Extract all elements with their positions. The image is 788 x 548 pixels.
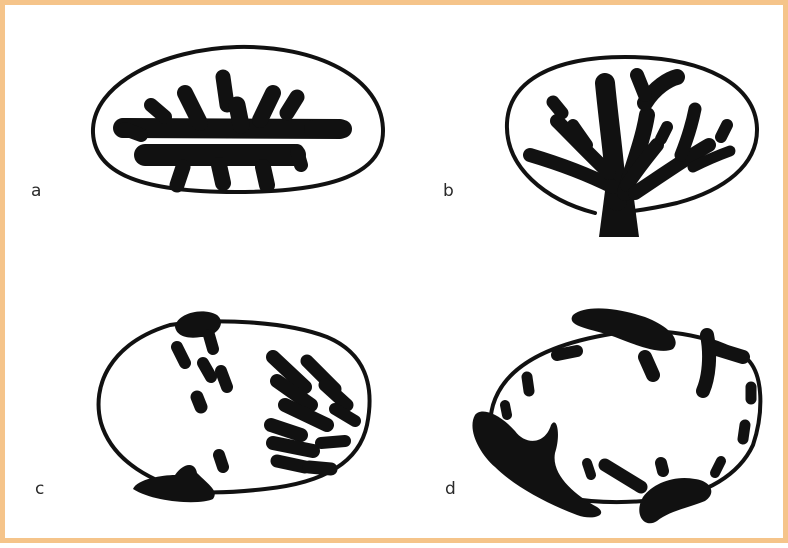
panel-c-cap-bottom [133, 465, 215, 502]
panel-d-drawing [472, 308, 760, 523]
panel-a-fragments [123, 77, 343, 185]
panel-a-drawing [93, 47, 383, 192]
panel-c-drawing [99, 311, 370, 502]
panel-c-fragments [177, 335, 355, 469]
panel-d-label: d [445, 481, 456, 498]
panel-b-drawing [507, 57, 757, 237]
panel-d-cap-left [472, 412, 601, 518]
panel-b-branches [530, 75, 730, 201]
panel-d-cap-top [572, 308, 676, 350]
panel-c-label: c [35, 481, 44, 498]
panel-b-label: b [443, 183, 454, 200]
panel-a-label: a [31, 183, 41, 200]
figure-drawing [5, 5, 788, 548]
panel-d-cap-bottom [639, 478, 711, 523]
